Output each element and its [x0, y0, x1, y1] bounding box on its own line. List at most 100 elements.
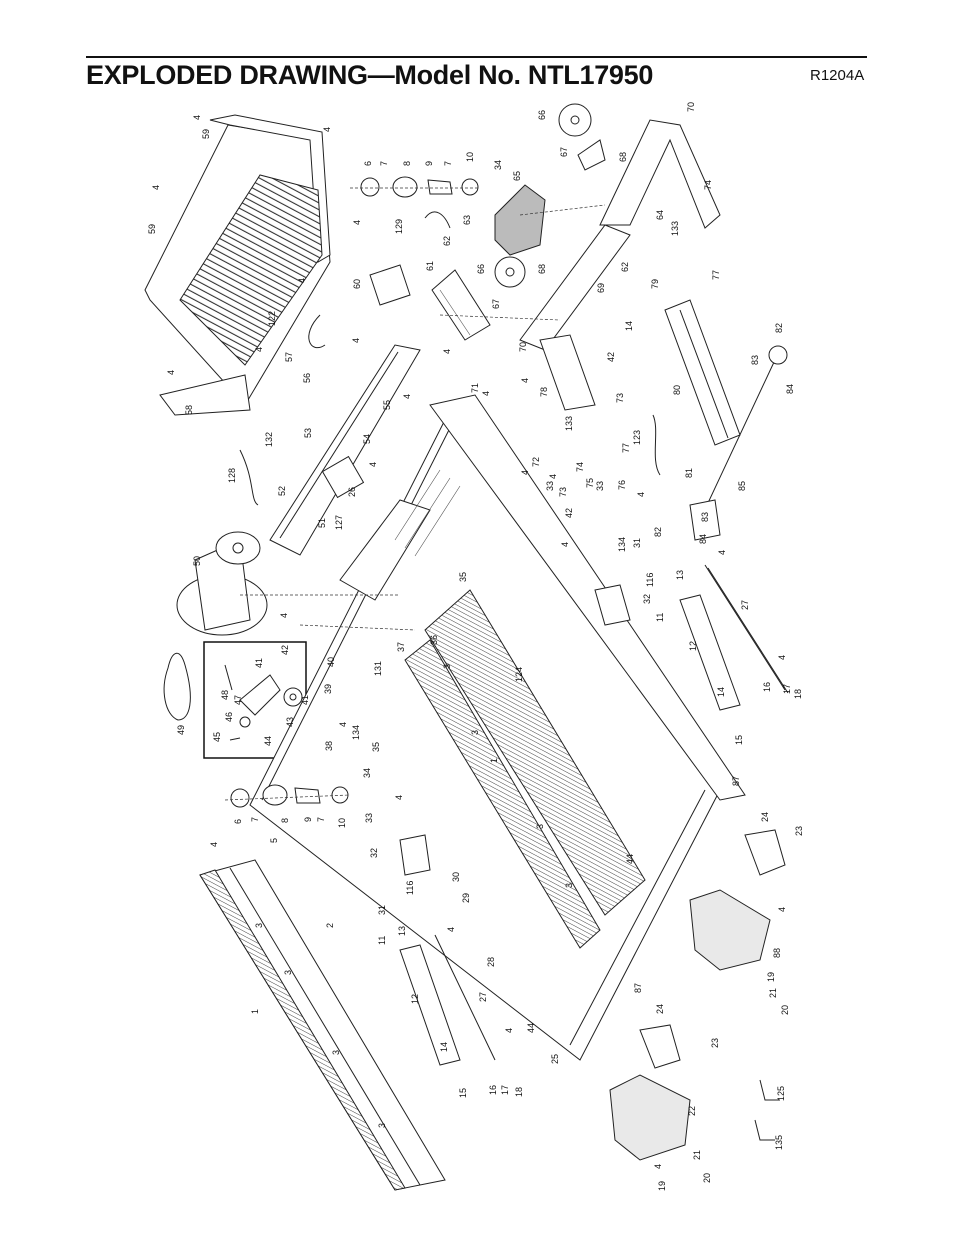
- callout: 4: [520, 378, 530, 383]
- callout: 4: [653, 1164, 663, 1169]
- callout: 3: [564, 883, 574, 888]
- callout: 71: [470, 383, 480, 393]
- callout: 7: [379, 161, 389, 166]
- callout: 61: [425, 261, 435, 271]
- left-side-rail: [199, 859, 446, 1191]
- callout: 39: [323, 684, 333, 694]
- callout: 29: [461, 893, 471, 903]
- callout: 13: [397, 926, 407, 936]
- callout: 53: [303, 428, 313, 438]
- callout: 35: [371, 742, 381, 752]
- callout: 67: [559, 147, 569, 157]
- callout: 66: [537, 110, 547, 120]
- callout: 82: [653, 527, 663, 537]
- callout: 2: [325, 923, 335, 928]
- callout: 33: [595, 481, 605, 491]
- callout: 66: [476, 264, 486, 274]
- callout: 4: [279, 613, 289, 618]
- drive-belt: [163, 652, 191, 721]
- callout: 3: [535, 824, 545, 829]
- inset-detail: [203, 641, 307, 759]
- callout: 77: [621, 443, 631, 453]
- callout: 10: [337, 818, 347, 828]
- callout: 72: [531, 457, 541, 467]
- callout: 24: [655, 1004, 665, 1014]
- callout: 135: [774, 1135, 784, 1150]
- callout: 24: [760, 812, 770, 822]
- callout: 3: [442, 664, 452, 669]
- upright-frame: [144, 114, 331, 416]
- callout: 81: [684, 468, 694, 478]
- callout: 129: [394, 219, 404, 234]
- callout: 31: [632, 538, 642, 548]
- callout: 58: [184, 405, 194, 415]
- controller-boards: [369, 264, 491, 341]
- incline-frame: [519, 119, 788, 541]
- callout: 15: [734, 735, 744, 745]
- callout: 75: [585, 478, 595, 488]
- callout: 1: [250, 1009, 260, 1014]
- callout: 73: [558, 487, 568, 497]
- callout: 37: [396, 642, 406, 652]
- callout: 133: [670, 221, 680, 236]
- callout: 30: [451, 872, 461, 882]
- callout: 16: [488, 1085, 498, 1095]
- callout: 79: [650, 279, 660, 289]
- callout: 4: [717, 550, 727, 555]
- callout: 77: [711, 270, 721, 280]
- callout: 19: [657, 1181, 667, 1191]
- callout: 3: [283, 970, 293, 975]
- drawing-reference: R1204A: [810, 67, 865, 84]
- callout: 32: [642, 594, 652, 604]
- callout: 44: [263, 736, 273, 746]
- callout: 74: [575, 462, 585, 472]
- callout: 36: [429, 635, 439, 645]
- callout: 4: [351, 338, 361, 343]
- callout: 8: [402, 161, 412, 166]
- callout: 33: [364, 813, 374, 823]
- callout: 54: [362, 434, 372, 444]
- callout: 47: [233, 695, 243, 705]
- callout: 31: [377, 905, 387, 915]
- callout: 4: [560, 542, 570, 547]
- callout: 1: [489, 758, 499, 763]
- callout: 20: [702, 1173, 712, 1183]
- callout: 63: [462, 215, 472, 225]
- callout: 7: [316, 817, 326, 822]
- callout: 127: [334, 515, 344, 530]
- callout: 23: [794, 826, 804, 836]
- callout: 4: [254, 347, 264, 352]
- callout: 122: [267, 311, 277, 326]
- callout: 134: [617, 537, 627, 552]
- callout: 46: [224, 712, 234, 722]
- callout: 6: [363, 161, 373, 166]
- callout: 70: [518, 342, 528, 352]
- callout: 131: [373, 661, 383, 676]
- callout: 3: [470, 730, 480, 735]
- callout: 69: [596, 283, 606, 293]
- callout: 33: [545, 481, 555, 491]
- callout: 123: [632, 430, 642, 445]
- callout: 44: [625, 854, 635, 864]
- callout: 26: [347, 487, 357, 497]
- callout: 4: [151, 185, 161, 190]
- callout: 12: [688, 641, 698, 651]
- callout: 35: [458, 572, 468, 582]
- walking-belt: [404, 589, 646, 949]
- callout: 34: [362, 768, 372, 778]
- callout: 9: [303, 817, 313, 822]
- callout: 40: [326, 657, 336, 667]
- callout: 80: [672, 385, 682, 395]
- callout: 42: [280, 645, 290, 655]
- callout: 56: [302, 373, 312, 383]
- callout: 19: [766, 972, 776, 982]
- right-side-rail: [399, 564, 789, 1066]
- callout: 125: [776, 1086, 786, 1101]
- callout: 83: [700, 512, 710, 522]
- callout: 4: [548, 474, 558, 479]
- callout: 4: [520, 470, 530, 475]
- callout-labels: 1 1 2 3 3 3 3 3 3 3 3 4 4 4 4 4 4 4 4 4 …: [147, 102, 804, 1191]
- callout: 4: [338, 722, 348, 727]
- callout: 84: [698, 534, 708, 544]
- callout: 17: [782, 684, 792, 694]
